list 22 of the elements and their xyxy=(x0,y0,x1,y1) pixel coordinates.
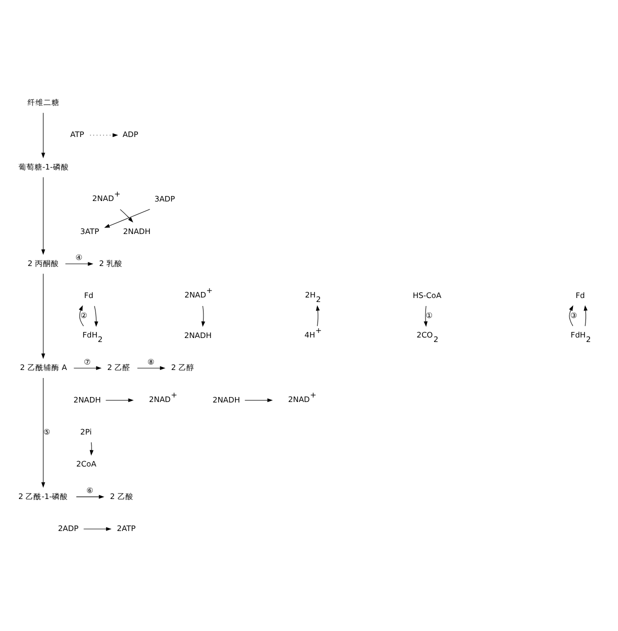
arrow xyxy=(137,366,166,370)
arrow xyxy=(78,304,84,326)
arrow xyxy=(316,304,320,326)
arrow xyxy=(569,304,574,326)
arrow xyxy=(41,273,46,358)
arrow xyxy=(41,112,46,158)
arrow xyxy=(41,377,46,488)
arrow xyxy=(120,208,134,222)
arrow xyxy=(90,442,94,456)
arrow xyxy=(74,366,102,370)
arrow xyxy=(424,305,428,326)
arrow xyxy=(106,398,134,402)
arrow xyxy=(76,494,104,498)
arrow xyxy=(201,305,206,326)
arrow xyxy=(244,398,273,402)
arrow xyxy=(65,262,94,266)
arrow xyxy=(104,208,150,228)
arrow xyxy=(83,526,112,530)
arrow xyxy=(90,132,118,137)
arrow xyxy=(41,176,46,254)
arrow xyxy=(94,305,98,326)
arrow xyxy=(584,304,588,326)
